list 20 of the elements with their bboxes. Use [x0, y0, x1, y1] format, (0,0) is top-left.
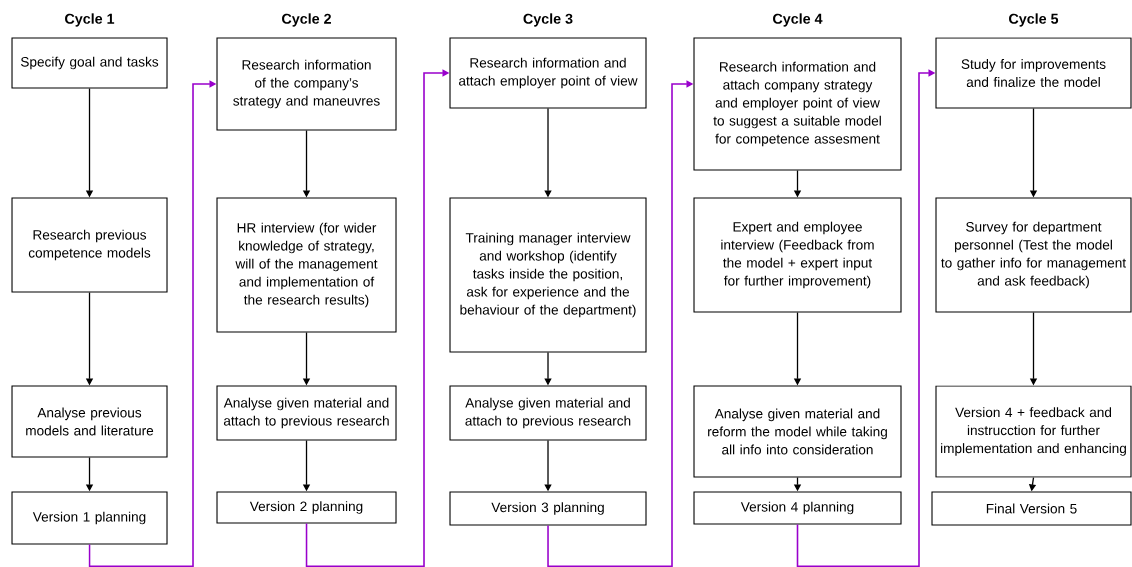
process-box: Version 2 planning: [216, 491, 397, 524]
process-box: Analyse given material and attach to previous research: [216, 385, 397, 441]
process-box: Analyse given material and attach to previous research: [449, 385, 647, 441]
process-box: Specify goal and tasks: [11, 37, 168, 89]
process-box: Research previous competence models: [11, 197, 168, 293]
process-box: HR interview (for wider knowledge of strategy, will of the management and implementation of the research results): [216, 197, 397, 333]
process-box: Research information and attach company strategy and employer point of view to suggest a suitable model for competence assesment: [693, 37, 902, 171]
process-box: Version 4 planning: [693, 491, 902, 525]
process-box: Expert and employee interview (Feedback from the model + expert input for further improvement): [693, 197, 902, 313]
process-box: Training manager interview and workshop (identify tasks inside the position, ask for experience and the behaviour of the department): [449, 197, 647, 353]
process-box: Version 3 planning: [449, 491, 647, 526]
process-box: Final Version 5: [931, 491, 1132, 526]
process-box: Study for improvements and finalize the model: [935, 37, 1132, 109]
process-box: Research information of the company’s strategy and maneuvres: [216, 37, 397, 131]
process-box: Version 4 + feedback and instrucction for further implementation and enhancing: [935, 385, 1132, 478]
process-box: Analyse previous models and literature: [11, 385, 168, 458]
process-box: Research information and attach employer point of view: [449, 37, 647, 109]
process-box: Analyse given material and reform the model while taking all info into consideration: [693, 385, 902, 478]
process-box: Survey for department personnel (Test the model to gather info for management and ask feedback): [935, 197, 1132, 313]
process-box: Version 1 planning: [11, 491, 168, 545]
